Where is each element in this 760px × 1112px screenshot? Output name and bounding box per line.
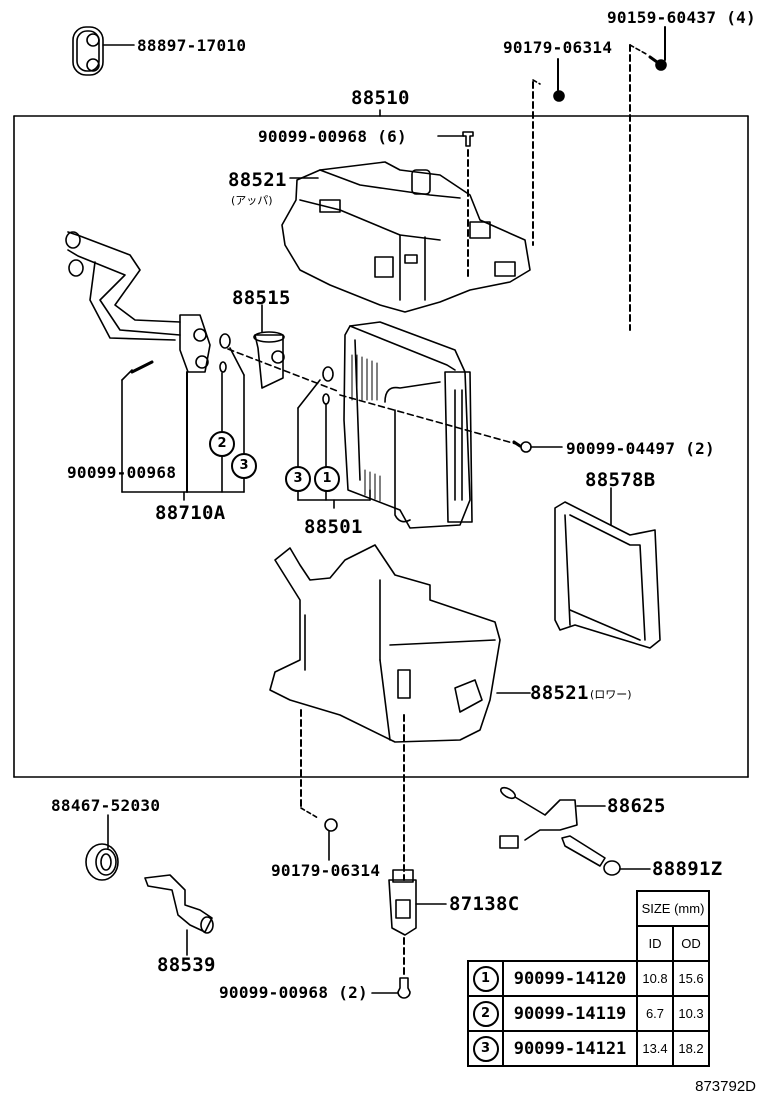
part-sublabel-lower: (ロワー) xyxy=(590,688,632,701)
table-header-size: SIZE (mm) xyxy=(636,890,710,927)
table-row: 1 90099-14120 10.8 15.6 xyxy=(467,960,710,997)
part-label-90179-06314-bottom[interactable]: 90179-06314 xyxy=(271,861,381,880)
ref-circle: 2 xyxy=(472,1000,499,1027)
part-label-88897-17010[interactable]: 88897-17010 xyxy=(137,36,247,55)
part-label-88467-52030[interactable]: 88467-52030 xyxy=(51,796,161,815)
sensor-88891Z-part-icon xyxy=(561,835,651,876)
part-label-87138C[interactable]: 87138C xyxy=(449,893,520,915)
callout-circle-3: 3 xyxy=(285,466,311,492)
part-label-88515[interactable]: 88515 xyxy=(232,287,291,309)
assembly-label-88510[interactable]: 88510 xyxy=(351,87,410,109)
screw-6-icon xyxy=(437,131,474,281)
part-label-90099-04497[interactable]: 90099-04497 (2) xyxy=(566,439,715,458)
part-label-88539[interactable]: 88539 xyxy=(157,954,216,976)
part-label-90179-06314-top[interactable]: 90179-06314 xyxy=(503,38,613,57)
part-sublabel-upper: (アッパ) xyxy=(231,194,273,207)
table-row: 2 90099-14119 6.7 10.3 xyxy=(467,995,710,1032)
inner-diameter: 13.4 xyxy=(636,1030,674,1067)
part-label-88578B[interactable]: 88578B xyxy=(585,469,656,491)
part-label-88521-upper[interactable]: 88521 xyxy=(228,169,287,191)
nut-bottom-icon xyxy=(300,807,338,861)
grommet-part-icon xyxy=(72,26,135,76)
table-header-od: OD xyxy=(672,925,710,962)
drain-hose-part-icon xyxy=(144,874,214,956)
air-filter-part-icon xyxy=(554,487,661,649)
ref-circle: 1 xyxy=(472,965,499,992)
o-ring-size-table: SIZE (mm) ID OD 1 90099-14120 10.8 15.6 … xyxy=(467,890,710,1067)
outer-diameter: 15.6 xyxy=(672,960,710,997)
evaporator-part-icon xyxy=(297,321,563,529)
part-label-90159-60437[interactable]: 90159-60437 (4) xyxy=(607,8,756,27)
table-header-id: ID xyxy=(636,925,674,962)
part-label-88891Z[interactable]: 88891Z xyxy=(652,858,723,880)
assembly-frame xyxy=(13,109,749,778)
callout-circle-3: 3 xyxy=(231,453,257,479)
part-label-88625[interactable]: 88625 xyxy=(607,795,666,817)
part-label-90099-00968[interactable]: 90099-00968 xyxy=(67,463,177,482)
nut-top-icon xyxy=(532,58,565,246)
part-label-90099-00968-6[interactable]: 90099-00968 (6) xyxy=(258,127,407,146)
upper-case-part-icon xyxy=(281,161,531,313)
callout-circle-2: 2 xyxy=(209,431,235,457)
part-number[interactable]: 90099-14120 xyxy=(502,960,638,997)
grommet-88467-part-icon xyxy=(85,814,119,881)
part-number[interactable]: 90099-14119 xyxy=(502,995,638,1032)
expansion-valve-part-icon xyxy=(227,304,341,393)
table-row: 3 90099-14121 13.4 18.2 xyxy=(467,1030,710,1067)
part-label-88521-lower[interactable]: 88521 xyxy=(530,682,589,704)
outer-diameter: 10.3 xyxy=(672,995,710,1032)
inner-diameter: 10.8 xyxy=(636,960,674,997)
callout-circle-1: 1 xyxy=(314,466,340,492)
lower-case-part-icon xyxy=(269,544,531,881)
ref-circle: 3 xyxy=(472,1035,499,1062)
pipe-assembly-part-icon xyxy=(65,231,245,501)
illustration-code: 873792D xyxy=(695,1078,756,1095)
part-label-88710A[interactable]: 88710A xyxy=(155,502,226,524)
part-label-90099-00968-2[interactable]: 90099-00968 (2) xyxy=(219,983,368,1002)
inner-diameter: 6.7 xyxy=(636,995,674,1032)
sensor-88625-part-icon xyxy=(499,786,606,849)
table-empty-corner xyxy=(468,891,637,961)
connector-87138C-part-icon xyxy=(371,869,447,999)
part-label-88501[interactable]: 88501 xyxy=(304,516,363,538)
screw-top-icon xyxy=(629,26,667,331)
part-number[interactable]: 90099-14121 xyxy=(502,1030,638,1067)
outer-diameter: 18.2 xyxy=(672,1030,710,1067)
